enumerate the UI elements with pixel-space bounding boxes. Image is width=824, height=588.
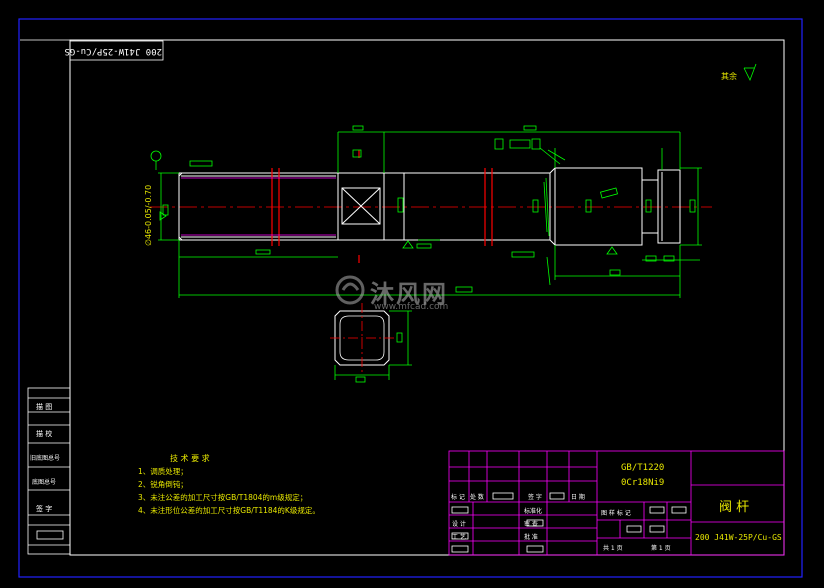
tb-label-mark: 标 记 [451, 494, 465, 501]
tech-req-title: 技 术 要 求 [170, 454, 210, 463]
tb-label-count: 处 数 [470, 494, 484, 501]
material-grade: 0Cr18Ni9 [621, 478, 665, 488]
tb-label-sign: 签 字 [528, 494, 542, 501]
tb-sheet-no: 第 1 页 [651, 545, 671, 552]
tb-label-review: 审 查 [524, 521, 538, 528]
rotated-drawing-title: 200 J41W-25P/Cu-GS [64, 46, 162, 56]
dimension-lines [158, 125, 702, 298]
diameter-dimension-label: ∅46-0.05/-0.70 [144, 184, 153, 246]
side-row-base-no: 底图总号 [32, 479, 57, 486]
material-standard: GB/T1220 [621, 463, 665, 473]
datum-symbols [150, 150, 618, 255]
side-row-old-no: 旧底图总号 [30, 455, 61, 462]
hidden-lines [181, 177, 336, 236]
watermark-logo [335, 275, 365, 305]
title-block-grid [448, 450, 785, 556]
watermark-brand: 沐风网 [370, 280, 448, 308]
tb-label-approve: 批 准 [524, 534, 538, 541]
tech-req-item: 1、调质处理； [138, 467, 188, 476]
surface-finish-label: 其余 [721, 72, 737, 81]
cross-section [330, 303, 412, 383]
thread-marks [271, 150, 493, 263]
side-row-trace: 描 图 [36, 403, 53, 411]
tb-label-design: 设 计 [452, 521, 466, 528]
tech-req-item: 4、未注形位公差的加工尺寸按GB/T1184的K级规定。 [138, 506, 320, 515]
shaft-outline [178, 167, 681, 246]
side-table [27, 387, 71, 555]
tb-label-date: 日 期 [571, 494, 585, 501]
tb-sheet-total: 共 1 页 [603, 545, 623, 552]
side-row-check: 描 校 [36, 430, 53, 438]
outer-border [18, 18, 803, 578]
watermark-url: www.mfcad.com [374, 302, 449, 312]
drawing-number: 200 J41W-25P/Cu-GS [695, 533, 782, 542]
title-block-fields [451, 492, 687, 553]
surface-finish-symbol [743, 63, 757, 81]
tb-label-craft: 工 艺 [452, 534, 466, 541]
inner-dim-marks [162, 177, 696, 237]
rotated-title-box [69, 40, 164, 61]
part-name: 阀 杆 [719, 500, 750, 515]
tb-label-standardize: 标准化 [524, 508, 543, 515]
tech-req-item: 3、未注公差的加工尺寸按GB/T1804的m级规定； [138, 493, 308, 502]
drawing-frame [69, 39, 785, 556]
tech-req-item: 2、锐角倒钝； [138, 480, 188, 489]
side-row-sign: 签 字 [36, 505, 53, 513]
tb-label-stage-mark: 图 样 标 记 [601, 510, 631, 517]
